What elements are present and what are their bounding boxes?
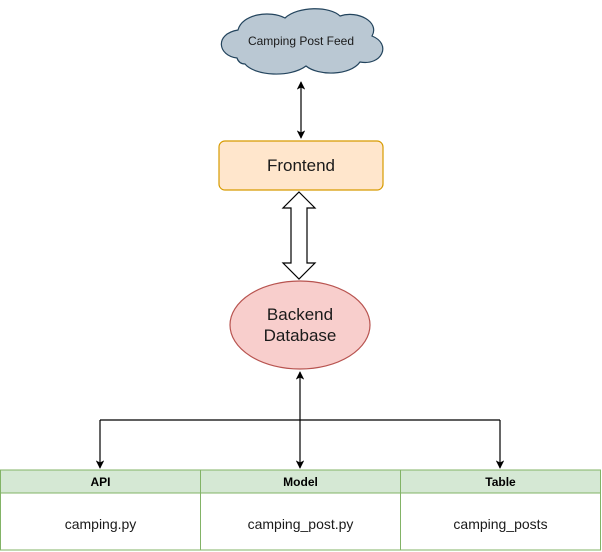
- backend-to-tables-connectors: [95, 371, 505, 469]
- frontend-box: [218, 140, 384, 191]
- table-api-value: camping.py: [65, 516, 137, 532]
- frontend-label: Frontend: [267, 156, 335, 175]
- cloud-node-camping-post-feed[interactable]: Camping Post Feed: [220, 8, 384, 75]
- backend-label-line2: Database: [264, 326, 337, 345]
- table-table-header: [400, 469, 601, 494]
- table-model-value: camping_post.py: [248, 516, 354, 532]
- cloud-label: Camping Post Feed: [248, 34, 354, 48]
- table-table-header-label: Table: [485, 475, 516, 489]
- cloud-shape: [220, 8, 384, 75]
- table-api[interactable]: API camping.py: [0, 469, 201, 551]
- table-table-value: camping_posts: [453, 516, 547, 532]
- edge-frontend-backend-hollow-arrow: [281, 191, 317, 280]
- backend-database-node[interactable]: Backend Database: [229, 280, 371, 370]
- backend-label-line1: Backend: [267, 305, 333, 324]
- table-model-header-label: Model: [283, 475, 318, 489]
- table-api-header-label: API: [90, 475, 110, 489]
- table-model[interactable]: Model camping_post.py: [200, 469, 401, 551]
- table-table[interactable]: Table camping_posts: [400, 469, 601, 551]
- frontend-node[interactable]: Frontend: [218, 140, 384, 191]
- backend-ellipse: [229, 280, 371, 370]
